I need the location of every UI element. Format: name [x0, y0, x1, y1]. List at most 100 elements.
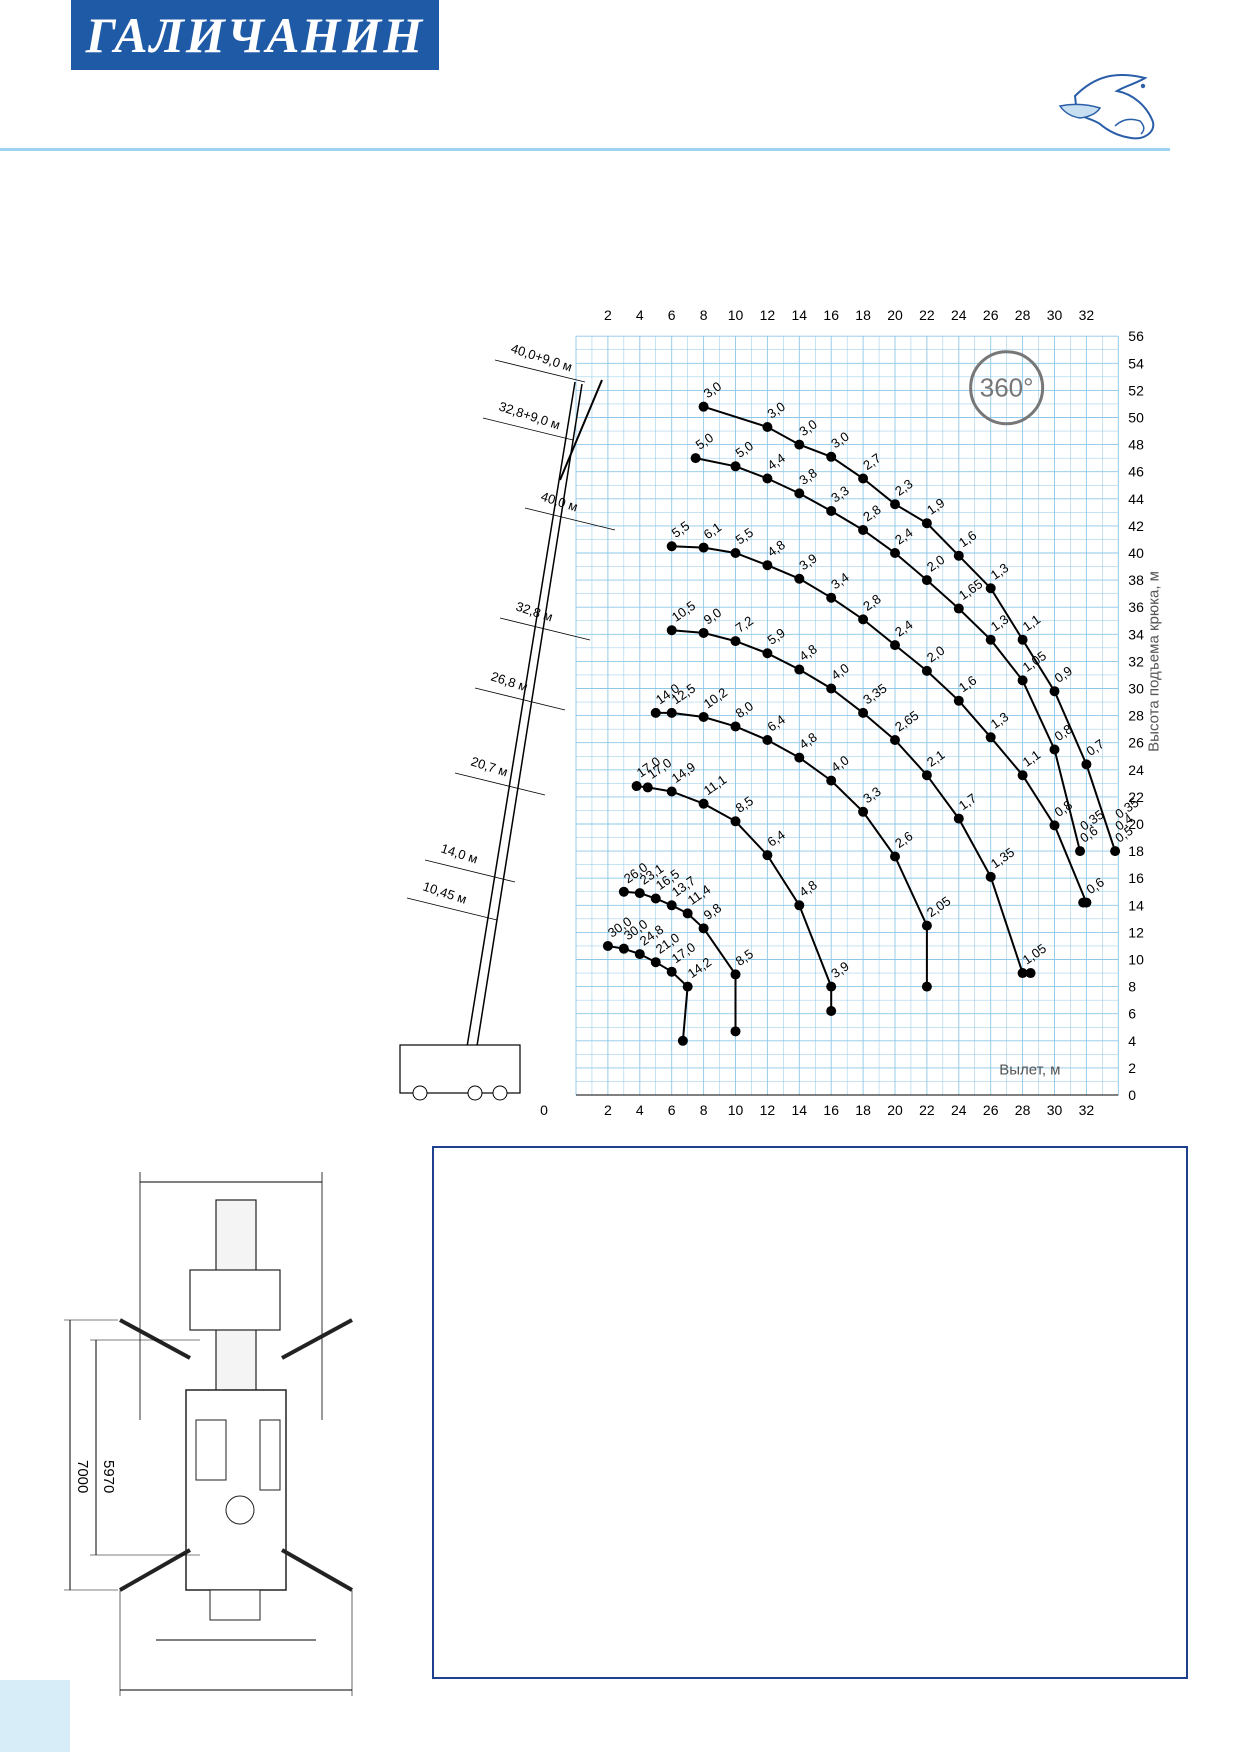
data-point	[985, 732, 996, 743]
capacity-label: 3,0	[701, 378, 724, 401]
capacity-label: 1,3	[988, 560, 1011, 583]
x-tick-label: 22	[919, 1102, 935, 1118]
x-tick-label: 30	[1047, 1102, 1063, 1118]
capacity-label: 3,35	[860, 681, 889, 708]
data-point	[890, 851, 900, 862]
capacity-label: 1,6	[956, 528, 979, 551]
x-tick-label-top: 10	[728, 307, 744, 323]
data-point	[634, 949, 645, 960]
boom-leader	[494, 359, 586, 383]
data-point	[1078, 897, 1089, 908]
crane-wheel	[492, 1085, 508, 1101]
crane-body	[399, 1044, 521, 1094]
capacity-label: 5,5	[669, 518, 692, 541]
data-point	[666, 625, 677, 636]
y-tick-label: 24	[1128, 762, 1144, 778]
y-tick-label: 52	[1128, 382, 1144, 398]
data-point	[1017, 968, 1028, 979]
x-tick-label: 6	[668, 1102, 676, 1118]
capacity-label: 1,05	[1020, 648, 1049, 675]
capacity-label: 1,1	[1020, 612, 1043, 635]
y-tick-label: 56	[1128, 328, 1144, 344]
x-tick-label-top: 32	[1079, 307, 1095, 323]
y-tick-label: 16	[1128, 870, 1144, 886]
data-point	[762, 560, 773, 571]
capacity-label: 4,4	[765, 450, 788, 473]
x-tick-label-top: 4	[636, 307, 644, 323]
capacity-label: 2,0	[924, 643, 947, 666]
x-tick-label: 2	[604, 1102, 612, 1118]
x-tick-label-top: 16	[823, 307, 839, 323]
capacity-label: 2,3	[892, 476, 915, 499]
y-axis-label: Высота подъема крюка, м	[1145, 571, 1162, 752]
y-tick-label: 18	[1128, 843, 1144, 859]
x-tick-label: 18	[855, 1102, 871, 1118]
capacity-label: 3,3	[828, 483, 851, 506]
data-point	[1075, 846, 1086, 857]
crane-plan-view: 7000 5970	[64, 1172, 353, 1696]
data-point	[826, 683, 837, 694]
series-line	[655, 711, 928, 987]
capacity-label: 0,9	[1052, 663, 1075, 686]
data-point	[730, 816, 741, 827]
capacity-label: 9,8	[701, 900, 724, 923]
boom-label: 40,0 м	[539, 489, 580, 515]
capacity-label: 4,8	[796, 877, 819, 900]
data-point	[677, 1035, 688, 1046]
data-point	[730, 1026, 741, 1037]
x-tick-label-top: 22	[919, 307, 935, 323]
data-point	[1017, 770, 1028, 781]
x-tick-label-top: 18	[855, 307, 871, 323]
x-tick-label-top: 30	[1047, 307, 1063, 323]
data-point	[698, 711, 709, 722]
x-tick-label-top: 2	[604, 307, 612, 323]
data-point	[826, 505, 837, 516]
rotation-badge-ring	[969, 350, 1045, 426]
y-tick-label: 48	[1128, 437, 1144, 453]
boom-label: 26,8 м	[489, 669, 530, 695]
data-point	[1049, 820, 1060, 831]
capacity-label: 3,0	[828, 429, 851, 452]
x-tick-label: 24	[951, 1102, 967, 1118]
capacity-label: 3,3	[860, 784, 883, 807]
y-tick-label: 14	[1128, 897, 1144, 913]
data-point	[921, 920, 932, 931]
capacity-label: 3,0	[765, 399, 788, 422]
boom-label: 32,8 м	[514, 599, 555, 625]
y-tick-label: 4	[1128, 1033, 1136, 1049]
data-point	[953, 603, 964, 614]
data-point	[631, 781, 642, 792]
capacity-label: 2,8	[860, 502, 883, 525]
y-tick-label: 50	[1128, 410, 1144, 426]
data-point	[921, 575, 932, 586]
data-point	[890, 499, 900, 510]
y-tick-label: 36	[1128, 599, 1144, 615]
x-tick-label: 8	[700, 1102, 708, 1118]
capacity-label: 3,9	[828, 958, 851, 981]
data-point	[858, 524, 869, 535]
data-point	[1049, 744, 1060, 755]
data-point	[1017, 634, 1028, 645]
data-point	[794, 664, 805, 675]
x-tick-label-top: 12	[760, 307, 776, 323]
data-point	[826, 592, 837, 603]
capacity-label: 1,1	[1020, 747, 1043, 770]
data-point	[634, 888, 645, 899]
capacity-label: 1,05	[1020, 941, 1049, 968]
y-tick-label: 6	[1128, 1006, 1136, 1022]
data-point	[682, 908, 693, 919]
data-point	[890, 640, 900, 651]
capacity-label: 2,1	[924, 747, 947, 770]
capacity-label: 1,35	[988, 844, 1017, 871]
capacity-label: 2,6	[892, 828, 915, 851]
data-point	[666, 786, 677, 797]
y-tick-label: 46	[1128, 464, 1144, 480]
data-point	[650, 893, 661, 904]
capacity-label: 4,8	[765, 537, 788, 560]
boom-label: 32,8+9,0 м	[497, 399, 562, 433]
capacity-label: 5,9	[765, 625, 788, 648]
data-point	[762, 421, 773, 432]
data-point	[618, 886, 629, 897]
capacity-label: 0,8	[1052, 721, 1075, 744]
boom-leader	[424, 859, 516, 883]
